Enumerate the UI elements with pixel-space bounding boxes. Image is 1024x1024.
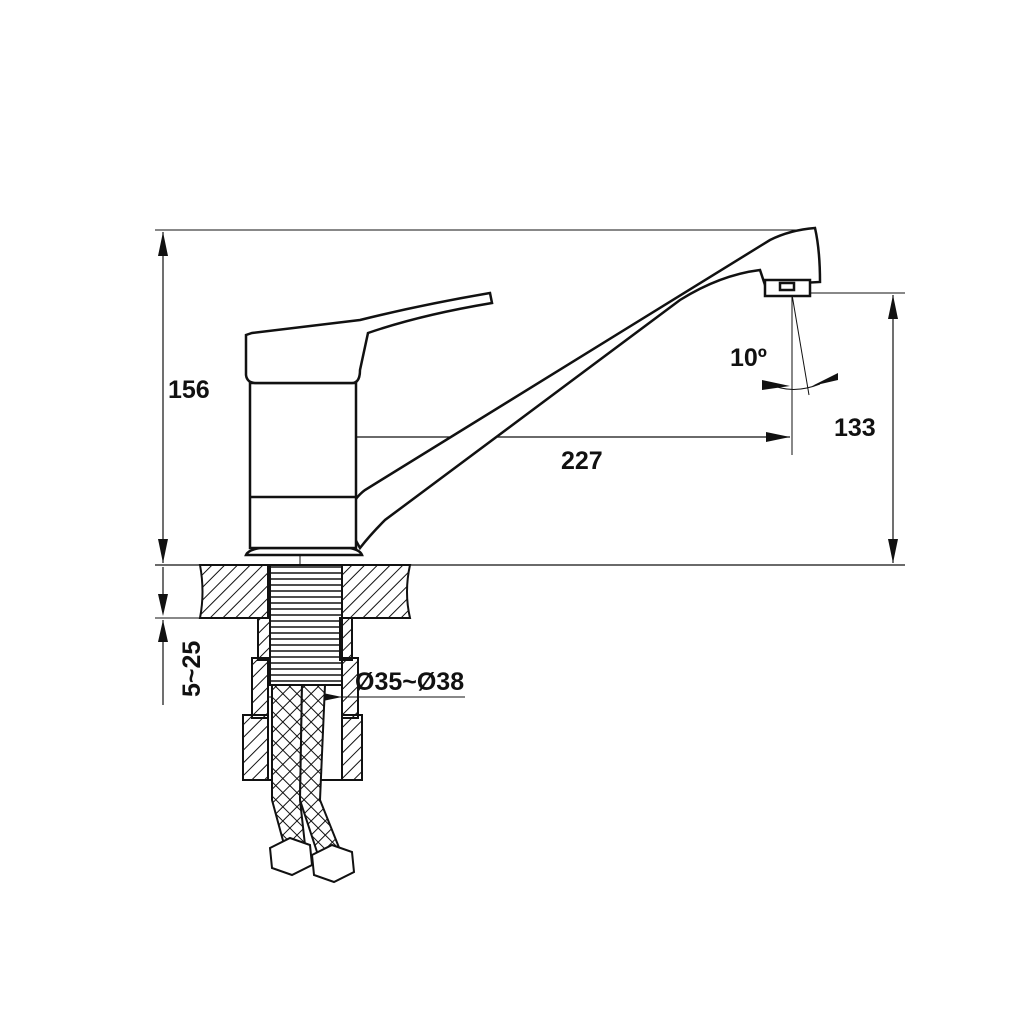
total-height-label: 156 <box>168 376 210 404</box>
spout-reach-label: 227 <box>561 447 603 475</box>
countertop-section <box>198 564 412 619</box>
spout-angle-label: 10º <box>730 344 767 372</box>
spout-height-label: 133 <box>834 414 876 442</box>
mounting-assembly <box>242 564 363 884</box>
hose-nut-left <box>268 836 314 877</box>
hole-diameter-label: Ø35~Ø38 <box>355 668 464 696</box>
faucet-body <box>244 226 822 557</box>
hose-right <box>298 684 342 857</box>
threaded-shank <box>269 564 343 686</box>
hose-nut-right <box>310 843 356 884</box>
counter-thickness-label: 5~25 <box>178 641 206 697</box>
